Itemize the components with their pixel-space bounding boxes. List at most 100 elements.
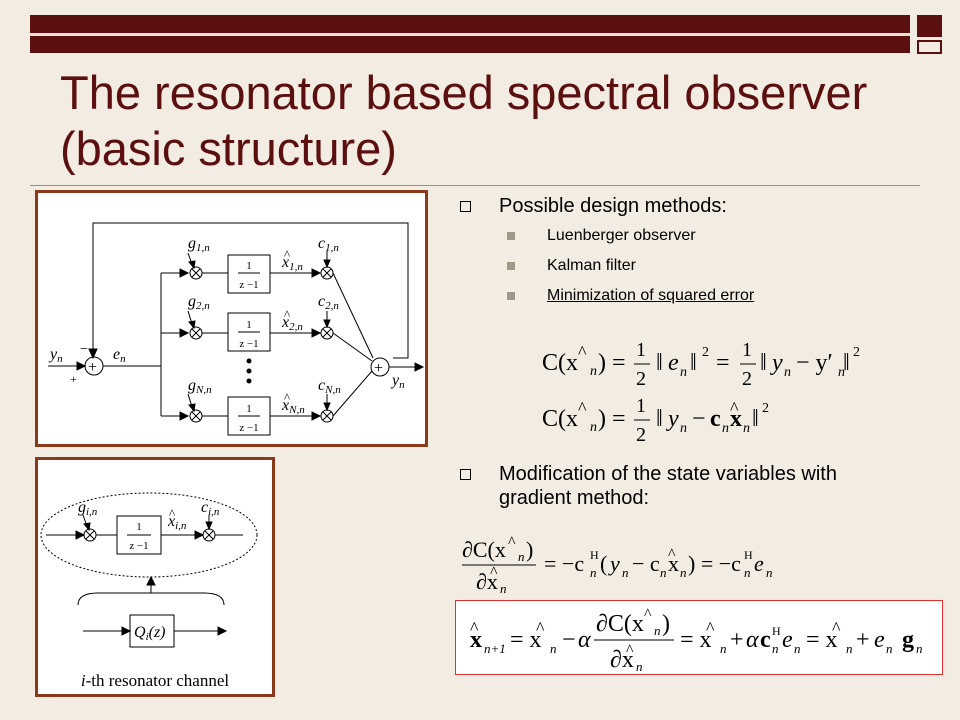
label-g2: g2,n	[188, 293, 210, 312]
label-cN: cN,n	[318, 377, 341, 396]
svg-text:‖: ‖	[656, 406, 663, 432]
tfi-num: 1	[136, 521, 142, 533]
svg-text:n: n	[680, 365, 687, 380]
svg-text:−: −	[562, 627, 576, 653]
svg-text:c: c	[760, 627, 771, 653]
svg-text:= x: = x	[806, 627, 838, 653]
svg-text:‖: ‖	[752, 406, 759, 432]
svg-text:^: ^	[490, 564, 498, 581]
svg-text:= x: = x	[680, 627, 712, 653]
square-bullet-icon	[460, 469, 471, 480]
svg-text:H: H	[744, 548, 753, 562]
filled-square-bullet-icon	[507, 262, 515, 270]
tfN-num: 1	[246, 403, 252, 415]
bullet-design-methods: Possible design methods:	[455, 194, 925, 218]
header-stripe	[30, 33, 910, 36]
svg-text:n: n	[590, 364, 597, 379]
svg-text:1: 1	[742, 339, 752, 361]
svg-text:e: e	[874, 627, 885, 653]
sub-bullet-minimization: Minimization of squared error	[507, 286, 925, 306]
svg-text:H: H	[772, 624, 781, 638]
sub-bullet-text: Kalman filter	[547, 257, 636, 274]
svg-text:) =: ) =	[598, 406, 626, 432]
label-q: Qi(z)	[134, 624, 166, 643]
adder1-plus: +	[88, 359, 97, 376]
channel-diagram-svg: gi,n ci,n xi,n Qi(z) ^ 1 z −1 i-th reson…	[40, 492, 258, 690]
label-x1: x1,n	[281, 254, 303, 273]
svg-text:+: +	[856, 627, 870, 653]
observer-diagram: g1,n g2,n gN,n c1,n c2,n cN,n x1,n x2,n …	[35, 190, 428, 447]
svg-text:∂C(x: ∂C(x	[596, 611, 644, 637]
svg-text:n: n	[500, 581, 507, 595]
svg-text:y: y	[608, 551, 620, 576]
sub-bullet-text: Luenberger observer	[547, 227, 696, 244]
svg-text:n: n	[680, 421, 687, 436]
svg-text:n: n	[916, 641, 923, 656]
svg-text:): )	[526, 537, 533, 562]
svg-text:^: ^	[668, 546, 676, 563]
svg-text:n: n	[722, 421, 729, 436]
label-g1: g1,n	[188, 235, 210, 254]
svg-text:e: e	[668, 350, 679, 376]
bullet-gradient: Modification of the state variables with…	[455, 462, 925, 510]
label-xN: xN,n	[281, 397, 305, 416]
svg-text:n: n	[590, 565, 597, 580]
svg-text:n: n	[772, 641, 779, 656]
svg-text:c: c	[710, 406, 721, 432]
svg-text:n: n	[680, 565, 687, 580]
corner-square-outline	[917, 40, 942, 54]
svg-text:n: n	[636, 659, 643, 674]
svg-text:) = −c: ) = −c	[688, 551, 741, 576]
svg-text:n: n	[846, 641, 853, 656]
svg-text:) =: ) =	[598, 350, 626, 376]
label-x2: x2,n	[281, 314, 303, 333]
svg-text:1: 1	[636, 339, 646, 361]
svg-text:^: ^	[706, 618, 715, 638]
svg-text:): )	[662, 611, 670, 637]
svg-text:= −c: = −c	[544, 551, 584, 576]
svg-text:^: ^	[508, 535, 516, 551]
svg-text:‖: ‖	[690, 350, 697, 376]
bullet-text: Possible design methods:	[499, 195, 727, 217]
tfi-den: z −1	[129, 540, 148, 552]
svg-text:C(x: C(x	[542, 350, 578, 376]
svg-text:2: 2	[853, 345, 860, 360]
svg-text:C(x: C(x	[542, 406, 578, 432]
slide-title: The resonator based spectral observer (b…	[60, 66, 868, 175]
svg-text:y: y	[770, 350, 783, 376]
svg-text:x: x	[730, 406, 742, 432]
svg-text:α: α	[746, 627, 759, 653]
bullet-text: Modification of the state variables with…	[499, 463, 837, 509]
tf2-num: 1	[246, 319, 252, 331]
svg-text:n: n	[654, 623, 661, 638]
svg-text:‖: ‖	[843, 350, 850, 376]
svg-text:^: ^	[536, 618, 545, 638]
sub-bullet-text: Minimization of squared error	[547, 287, 755, 304]
svg-text:H: H	[590, 548, 599, 562]
svg-text:g: g	[902, 627, 914, 653]
tf2-den: z −1	[239, 338, 258, 350]
svg-text:n: n	[743, 421, 750, 436]
header-bar	[30, 15, 910, 53]
svg-text:n: n	[838, 365, 845, 380]
svg-text:x: x	[470, 627, 482, 653]
svg-text:^: ^	[626, 642, 634, 659]
svg-text:∂C(x: ∂C(x	[462, 537, 506, 562]
sub-bullet-luenberger: Luenberger observer	[507, 226, 925, 246]
svg-text:α: α	[578, 627, 591, 653]
label-en: en	[113, 346, 126, 365]
svg-text:x: x	[668, 551, 679, 576]
svg-text:n: n	[766, 565, 773, 580]
svg-text:2: 2	[762, 401, 769, 416]
channel-diagram: gi,n ci,n xi,n Qi(z) ^ 1 z −1 i-th reson…	[35, 457, 275, 697]
svg-text:1: 1	[636, 395, 646, 417]
svg-text:2: 2	[636, 368, 646, 390]
svg-text:2: 2	[636, 424, 646, 446]
svg-text:n: n	[720, 641, 727, 656]
tfN-den: z −1	[239, 422, 258, 434]
svg-text:n: n	[794, 641, 801, 656]
